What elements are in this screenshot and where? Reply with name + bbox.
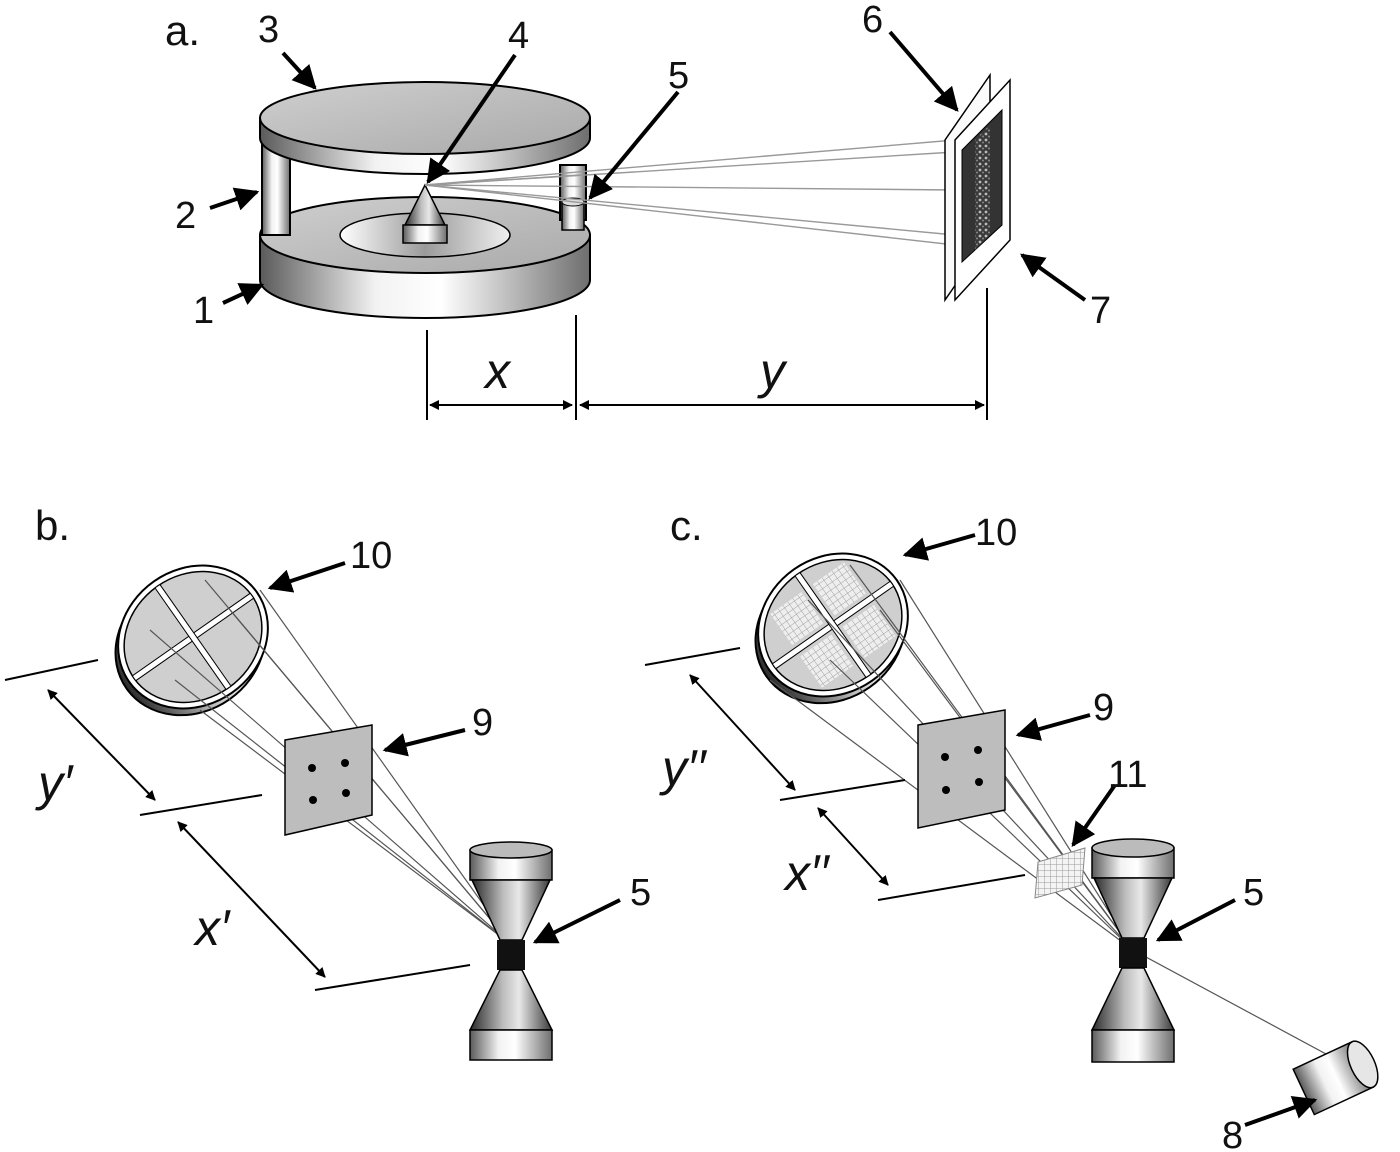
panel-c-pointers <box>902 533 1318 1127</box>
quadrant-detector <box>114 564 269 717</box>
anvil-cell-c <box>1090 838 1176 1063</box>
aperture-plate-b <box>284 724 373 836</box>
panel-c-label: c. <box>670 502 703 549</box>
dimension-lines-a <box>426 288 988 420</box>
aperture-plate-c <box>917 709 1006 829</box>
label-3: 3 <box>258 9 279 51</box>
label-c8: 8 <box>1222 1115 1243 1152</box>
diffraction-rays <box>424 139 956 246</box>
panel-c: c. <box>644 502 1379 1152</box>
dimension-lines-c <box>644 647 1026 901</box>
panel-b: b. <box>4 502 651 1061</box>
label-c11: 11 <box>1108 754 1147 796</box>
panel-a-pointers <box>209 30 1087 305</box>
dimension-y: y <box>757 343 788 399</box>
dimension-lines-b <box>4 659 471 991</box>
label-b5: 5 <box>630 872 651 914</box>
label-c10: 10 <box>975 512 1017 554</box>
panel-b-label: b. <box>35 502 70 549</box>
label-7: 7 <box>1090 290 1111 332</box>
label-2: 2 <box>175 195 196 237</box>
panel-b-pointers <box>267 561 621 944</box>
dimension-y-prime: y′ <box>35 755 74 811</box>
quadrant-detector-c <box>754 552 909 705</box>
label-c5: 5 <box>1243 872 1264 914</box>
label-5: 5 <box>668 55 689 97</box>
sample-cone <box>402 183 448 244</box>
label-b9: 9 <box>472 702 493 744</box>
panel-a-label: a. <box>165 7 200 54</box>
dimension-x-double-prime: x′′ <box>783 845 830 901</box>
top-plate <box>259 81 591 175</box>
label-4: 4 <box>508 15 529 57</box>
mesh-grid <box>1034 847 1086 899</box>
dimension-x: x <box>483 343 512 399</box>
label-c9: 9 <box>1093 687 1114 729</box>
label-b10: 10 <box>350 535 392 577</box>
dimension-y-double-prime: y′′ <box>659 740 707 796</box>
panel-a: a. <box>165 0 1111 420</box>
film-screen <box>944 72 1011 303</box>
label-1: 1 <box>193 290 214 332</box>
anvil-cell-b <box>468 841 554 1061</box>
label-6: 6 <box>862 0 883 41</box>
dimension-x-prime: x′ <box>193 900 231 956</box>
